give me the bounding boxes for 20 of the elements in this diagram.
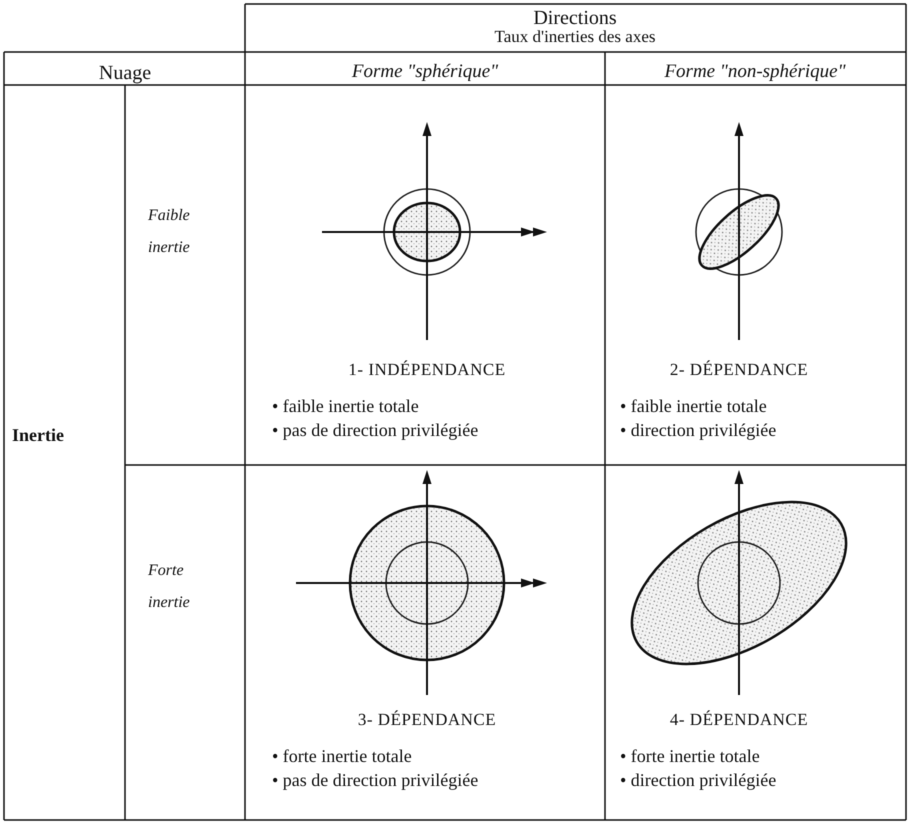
bullet-item: • pas de direction privilégiée	[272, 420, 478, 442]
case-title: 1- INDÉPENDANCE	[348, 360, 506, 380]
case-title: 2- DÉPENDANCE	[670, 360, 808, 380]
row-heading: Faible inertie	[148, 206, 191, 258]
bullet-item: • faible inertie totale	[272, 396, 419, 418]
bullet-item: • faible inertie totale	[620, 396, 767, 418]
column-subheading: Taux d'inerties des axes	[494, 27, 656, 48]
bullet-item: • forte inertie totale	[272, 746, 412, 768]
case-title: 4- DÉPENDANCE	[670, 710, 808, 730]
row-heading: Forte inertie	[148, 561, 191, 613]
case-title: 3- DÉPENDANCE	[358, 710, 496, 730]
column-heading: Forme "non-sphérique"	[664, 61, 846, 84]
bullet-item: • forte inertie totale	[620, 746, 760, 768]
column-heading: Directions	[533, 6, 617, 30]
row-heading: Nuage	[98, 61, 152, 85]
row-heading: Inertie	[12, 425, 64, 447]
bullet-item: • pas de direction privilégiée	[272, 770, 478, 792]
bullet-item: • direction privilégiée	[620, 420, 776, 442]
column-heading: Forme "sphérique"	[352, 61, 498, 84]
bullet-item: • direction privilégiée	[620, 770, 776, 792]
